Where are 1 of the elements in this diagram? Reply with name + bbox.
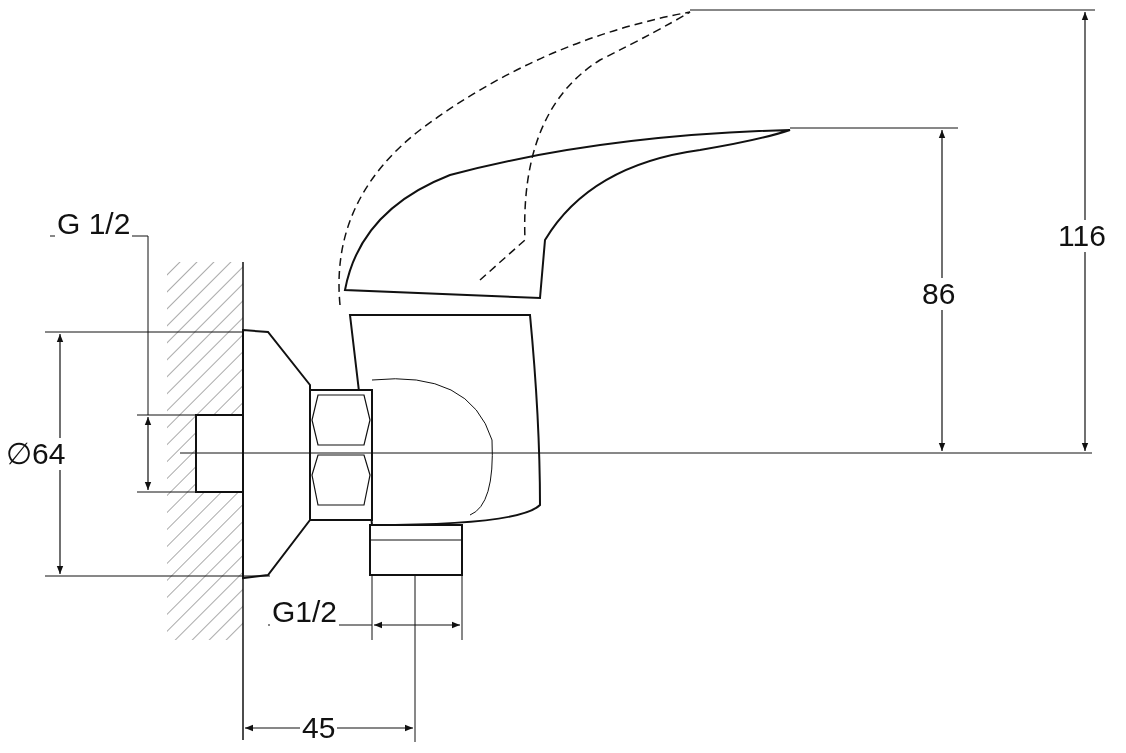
dimension-label: 86 — [920, 278, 958, 310]
